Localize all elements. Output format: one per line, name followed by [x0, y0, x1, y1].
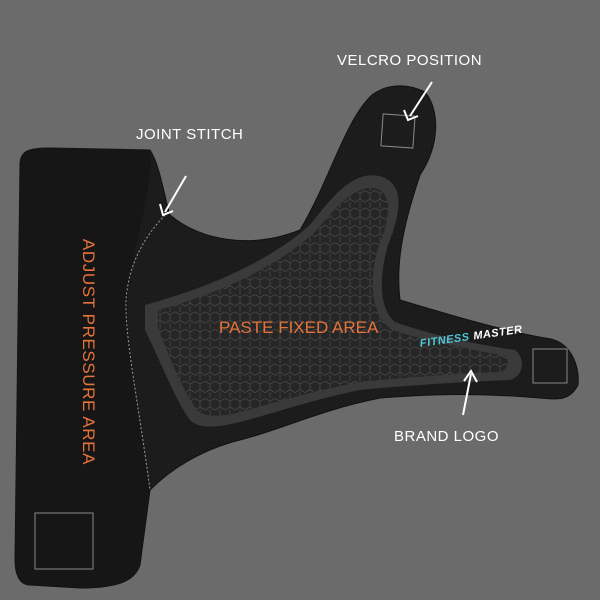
- arrow-velcro: [403, 81, 433, 122]
- mesh-texture: [158, 187, 508, 416]
- velcro-patch-right: [532, 348, 568, 384]
- velcro-patch-bottom: [34, 512, 94, 570]
- adjust-pressure-area-label: ADJUST PRESSURE AREA: [79, 238, 98, 466]
- brand-logo-label: BRAND LOGO: [394, 428, 500, 445]
- joint-stitch-label: JOINT STITCH: [136, 126, 244, 143]
- pressure-strap: [15, 148, 151, 588]
- arrow-brand: [462, 369, 478, 416]
- joint-stitch-line: [125, 211, 169, 491]
- paste-fixed-area-label: PASTE FIXED AREA: [219, 318, 379, 337]
- velcro-position-label: VELCRO POSITION: [337, 52, 483, 69]
- arrow-joint: [159, 175, 187, 217]
- velcro-patch-top: [380, 113, 416, 149]
